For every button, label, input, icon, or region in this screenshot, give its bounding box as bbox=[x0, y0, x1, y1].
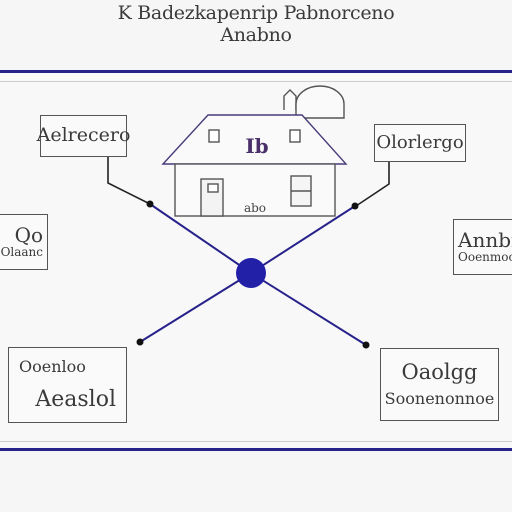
roof-window-left bbox=[208, 129, 220, 143]
hub-line-bottom-left bbox=[139, 272, 252, 343]
box-bottom-right-line1: Oaolgg bbox=[401, 360, 478, 385]
hub-connectors bbox=[139, 203, 367, 346]
box-bottom-right-line2: Soonenonnoe bbox=[384, 389, 495, 409]
box-bottom-right: Oaolgg Soonenonnoe bbox=[380, 348, 499, 421]
endpoint-bottom-left bbox=[136, 338, 144, 346]
box-connectors bbox=[107, 157, 390, 207]
box-mid-left: Qo Olaanc bbox=[0, 214, 48, 270]
panel-top-divider bbox=[0, 81, 512, 82]
hub-node bbox=[236, 258, 266, 288]
box-top-left-text: Aelrecero bbox=[36, 124, 131, 147]
roof-window-right bbox=[289, 129, 301, 143]
panel-bottom-divider bbox=[0, 441, 512, 442]
house-icon bbox=[161, 85, 348, 217]
hub-line-bottom-right bbox=[250, 272, 367, 346]
box-mid-right-line2: Ooenmoonco bbox=[458, 250, 512, 265]
box-top-right-text: Olorlergo bbox=[376, 131, 464, 153]
hub-line-top-left bbox=[149, 203, 252, 274]
hub-line-top-right bbox=[250, 205, 356, 274]
box-bottom-left-line1: Ooenloo bbox=[19, 357, 86, 377]
box-mid-left-line2: Olaanc bbox=[0, 245, 43, 260]
box-mid-right-line1: Annbno bbox=[458, 228, 512, 253]
house-door-label: abo bbox=[244, 201, 266, 215]
door-panel bbox=[207, 183, 219, 193]
diagram-title-line1: K Badezkapenrip Pabnorceno bbox=[117, 2, 395, 24]
endpoint-bottom-right bbox=[362, 341, 370, 349]
endpoint-top-right bbox=[351, 202, 359, 210]
box-bottom-left: Ooenloo Aeaslol bbox=[8, 347, 127, 423]
box-top-right: Olorlergo bbox=[374, 124, 466, 162]
box-mid-right: Annbno Ooenmoonco bbox=[453, 219, 512, 275]
house-roof-label: Ib bbox=[245, 134, 268, 158]
box-top-left: Aelrecero bbox=[37, 115, 130, 157]
connector-top-left bbox=[107, 157, 149, 204]
endpoint-top-left bbox=[146, 200, 154, 208]
connector-top-right bbox=[355, 162, 390, 207]
box-bottom-left-line2: Aeaslol bbox=[35, 386, 116, 412]
roof-dome bbox=[295, 85, 345, 119]
box-mid-left-line1: Qo bbox=[14, 223, 43, 248]
diagram-title-line2: Anabno bbox=[220, 24, 292, 46]
chimney bbox=[283, 89, 297, 110]
endpoints bbox=[136, 200, 370, 349]
